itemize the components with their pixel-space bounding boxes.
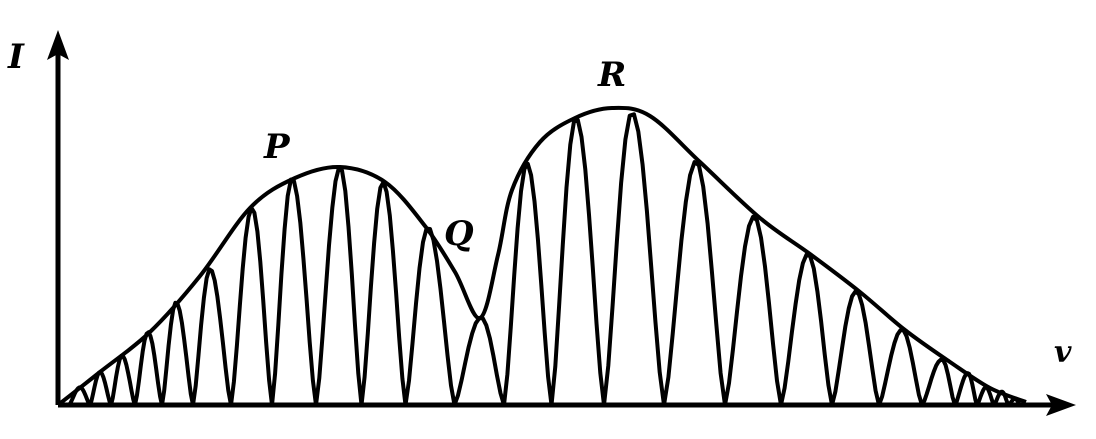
label-p: P <box>263 127 291 167</box>
label-r: R <box>597 55 626 95</box>
x-axis-arrowhead <box>1046 394 1076 416</box>
interference-fringes <box>58 112 1026 407</box>
label-q: Q <box>444 214 474 254</box>
x-axis-label: v <box>1054 335 1072 370</box>
y-axis-arrowhead <box>47 30 69 60</box>
envelope-curve <box>56 105 1027 407</box>
y-axis-label: I <box>7 37 25 77</box>
